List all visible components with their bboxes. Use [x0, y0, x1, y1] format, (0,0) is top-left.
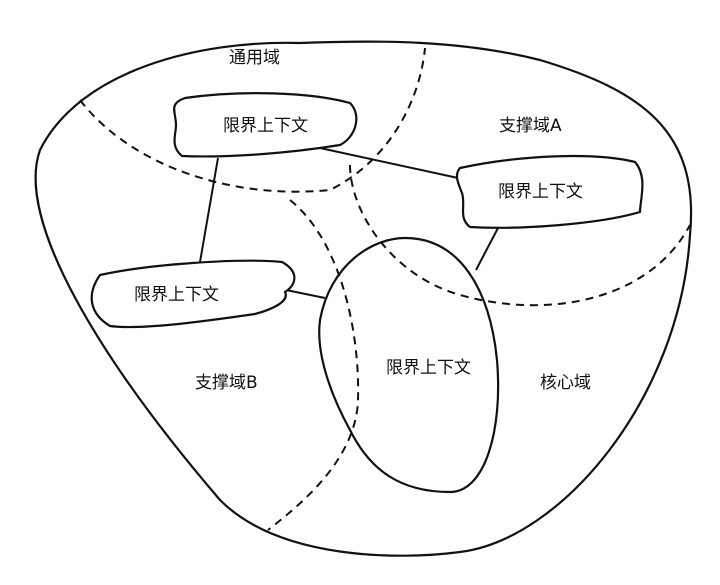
supporting-b-context-label: 限界上下文	[134, 285, 219, 305]
core-context-label: 限界上下文	[386, 358, 471, 378]
link-generic-supporting-b	[199, 157, 219, 263]
supporting-a-domain-label: 支撑域A	[499, 116, 562, 136]
generic-context-shape	[173, 92, 358, 158]
link-supporting-b-core	[285, 289, 326, 299]
supporting-b-domain-label: 支撑域B	[195, 373, 258, 393]
domain-boundary	[34, 40, 693, 557]
supporting-a-context-shape	[455, 154, 644, 229]
generic-domain-label: 通用域	[229, 48, 280, 68]
link-generic-supporting-a	[319, 147, 459, 179]
supporting-b-context-shape	[90, 259, 296, 329]
supporting-a-context-label: 限界上下文	[498, 182, 583, 202]
core-supporting-b-divider	[267, 199, 360, 531]
core-domain-label: 核心域	[540, 373, 591, 393]
supporting-a-divider	[349, 164, 691, 307]
generic-context-label: 限界上下文	[223, 116, 308, 136]
core-context-shape	[318, 236, 500, 494]
generic-domain-divider	[79, 47, 426, 193]
link-supporting-a-core	[475, 227, 499, 271]
